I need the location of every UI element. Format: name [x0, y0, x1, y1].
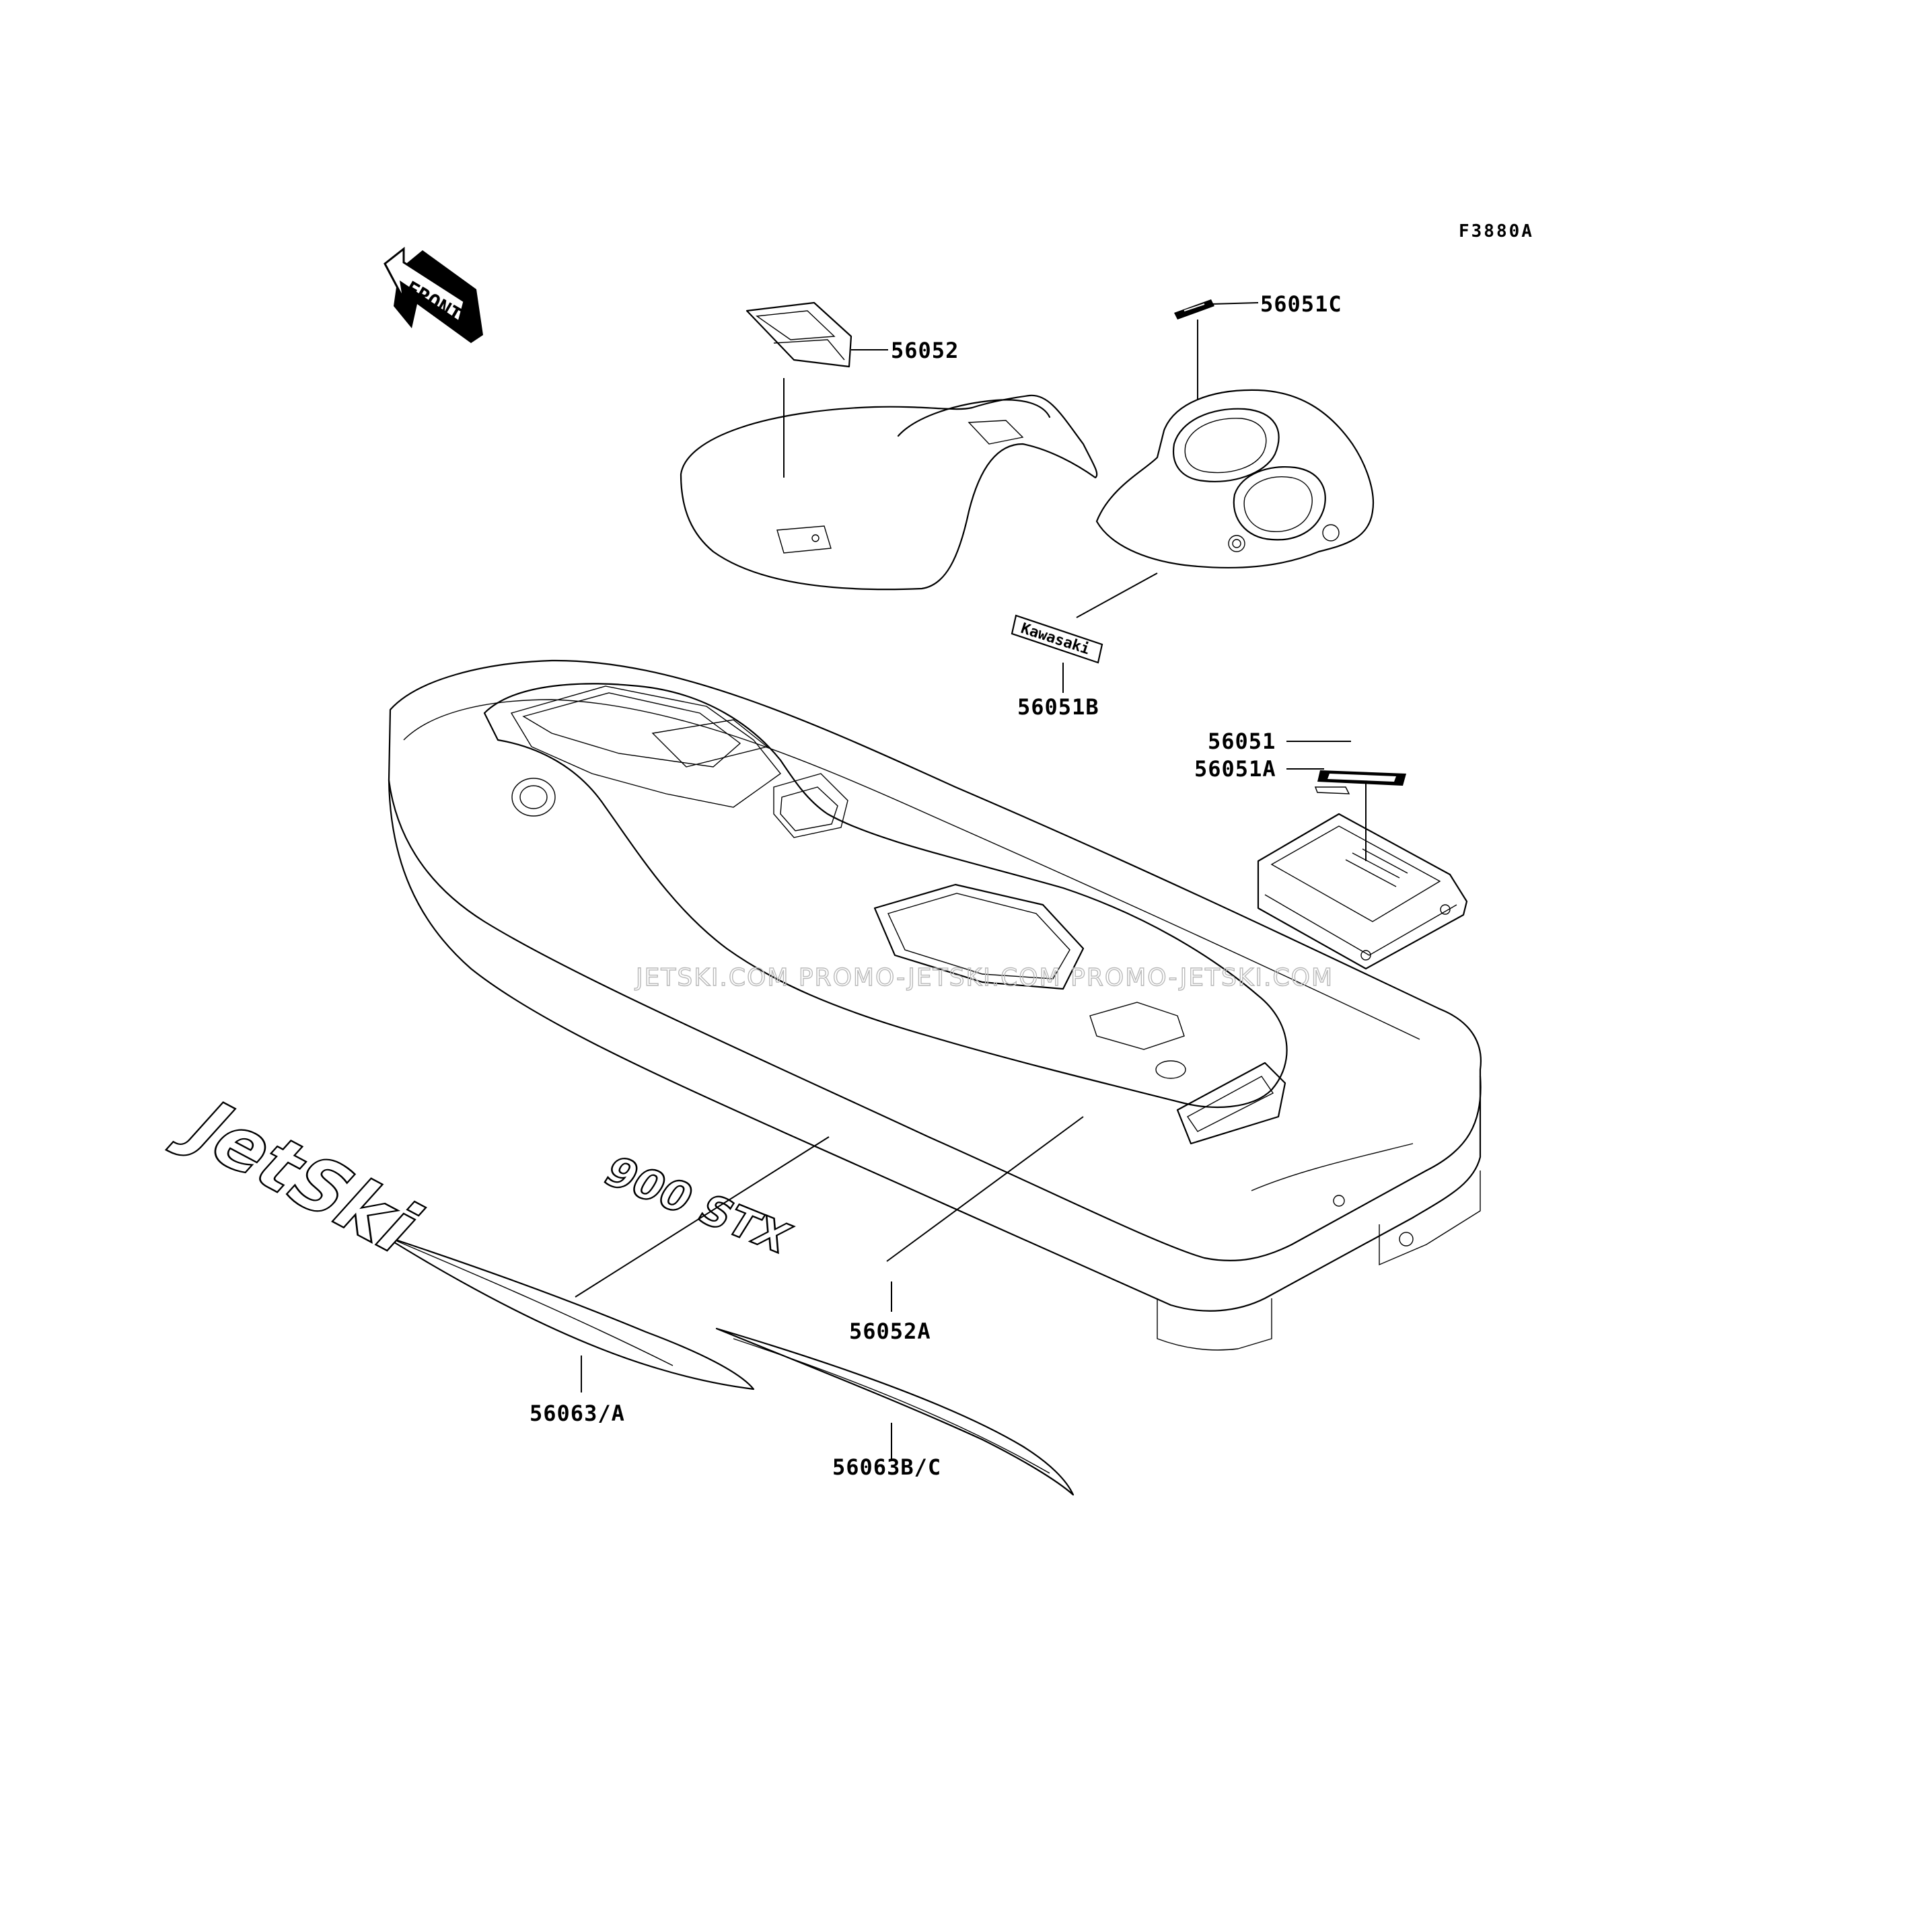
seat-part	[680, 394, 1098, 591]
part-label-56051: 56051	[1208, 729, 1276, 754]
kawasaki-decal: Kawasaki	[1011, 614, 1103, 664]
hull-body	[388, 659, 1482, 1351]
part-label-56063b-c: 56063B/C	[832, 1454, 941, 1480]
curved-stripe-decal	[715, 1327, 1075, 1496]
diagram-code: F3880A	[1459, 221, 1534, 241]
jetski-stripe-decal: JetSki	[163, 1085, 755, 1390]
seat-logo-decal	[745, 301, 852, 368]
storage-strip-decal	[1314, 770, 1406, 794]
stx-decal-text: 900 STX	[595, 1148, 800, 1261]
front-arrow-icon: FRONT	[384, 246, 483, 343]
storage-lid-part	[1257, 813, 1468, 970]
watermark: JETSKI.COM PROMO-JETSKI.COM PROMO-JETSKI…	[634, 964, 1334, 992]
part-label-56063-a: 56063/A	[530, 1401, 625, 1426]
part-labels: 56052 56051C 56051B 56051 56051A 56052A …	[530, 291, 1342, 1480]
jetski-decal-text: JetSki	[163, 1086, 440, 1267]
leader-lines	[575, 302, 1367, 1460]
part-label-56051c: 56051C	[1260, 291, 1342, 317]
kawasaki-decal-text: Kawasaki	[1019, 620, 1092, 659]
part-label-56051a: 56051A	[1194, 756, 1276, 782]
part-label-56052: 56052	[891, 338, 959, 363]
part-label-56052a: 56052A	[849, 1318, 931, 1344]
stx-decal: 900 STX	[594, 1147, 800, 1263]
part-label-56051b: 56051B	[1017, 694, 1099, 720]
hood-part	[1095, 389, 1374, 569]
hood-small-decal	[1174, 299, 1214, 320]
